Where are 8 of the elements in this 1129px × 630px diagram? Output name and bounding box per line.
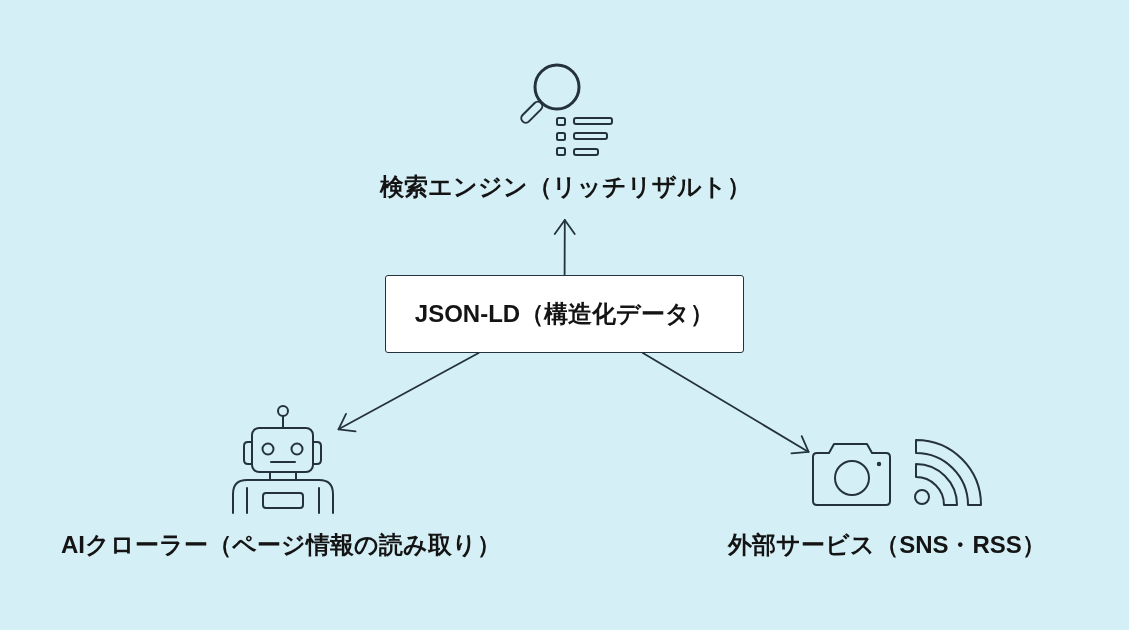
arrow: [337, 352, 480, 433]
arrow: [642, 352, 810, 455]
node-label: AIクローラー（ページ情報の読み取り）: [61, 530, 501, 560]
process-box: JSON-LD（構造化データ）: [385, 275, 744, 353]
robot-icon: [231, 404, 335, 515]
node-label: 検索エンジン（リッチリザルト）: [379, 172, 751, 202]
node-label: 外部サービス（SNS・RSS）: [728, 530, 1046, 560]
arrow: [553, 219, 576, 276]
